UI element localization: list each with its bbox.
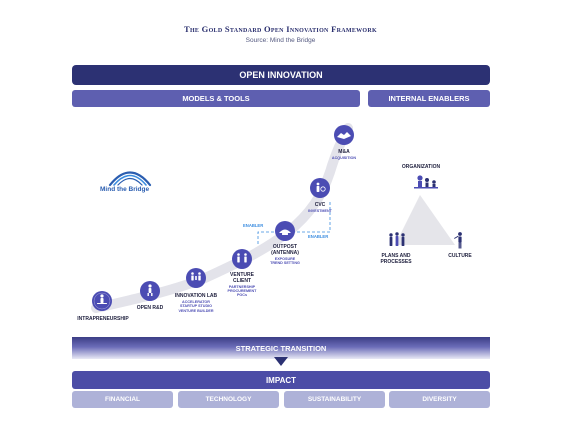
model-label-venture-client: VENTURE CLIENT PARTNERSHIP PROCUREMENT P… — [227, 272, 257, 298]
model-node-outpost — [275, 221, 295, 241]
enabler-label-organization: ORGANIZATION — [401, 164, 441, 170]
impact-item-technology: TECHNOLOGY — [178, 391, 279, 408]
plans-processes-icon — [389, 232, 405, 246]
open-innovation-bar: OPEN INNOVATION — [72, 65, 490, 85]
mind-the-bridge-logo: Mind the Bridge — [100, 166, 160, 196]
logo-text: Mind the Bridge — [100, 186, 150, 193]
model-node-ma — [334, 125, 354, 145]
open-rd-icon — [147, 284, 153, 296]
enabler-label-culture: CULTURE — [448, 253, 472, 259]
down-arrow-icon — [274, 357, 288, 366]
culture-icon — [454, 232, 462, 249]
page-title: The Gold Standard Open Innovation Framew… — [184, 24, 377, 34]
model-node-cvc — [310, 178, 330, 198]
enabler-label-plans-processes: PLANS AND PROCESSES — [380, 253, 412, 265]
outpost-icon — [279, 229, 291, 235]
enabler-note-left: ENABLER — [243, 223, 264, 228]
innovation-lab-icon — [191, 272, 201, 281]
enabler-dashed-line-left — [257, 231, 280, 244]
impact-item-diversity: DIVERSITY — [389, 391, 490, 408]
strategic-transition-bar: STRATEGIC TRANSITION — [72, 337, 490, 359]
internal-enablers-bar: INTERNAL ENABLERS — [368, 90, 490, 107]
model-node-innovation-lab — [186, 268, 206, 288]
model-label-outpost: OUTPOST (ANTENNA) EXPOSURE TREND SETTING — [270, 244, 300, 265]
model-label-open-rd: OPEN R&D — [136, 305, 164, 311]
model-node-intrapreneurship — [92, 291, 112, 311]
model-node-venture-client — [232, 249, 252, 269]
model-label-cvc: CVC INVESTMENT — [308, 202, 332, 213]
model-label-ma: M&A ACQUISITION — [331, 149, 357, 160]
model-label-intrapreneurship: INTRAPRENEURSHIP — [77, 316, 129, 322]
ma-icon — [337, 132, 351, 139]
mind-the-bridge-logo-icon — [108, 171, 152, 187]
impact-item-sustainability: SUSTAINABILITY — [284, 391, 385, 408]
cvc-icon — [316, 182, 326, 192]
impact-item-financial: FINANCIAL — [72, 391, 173, 408]
impact-bar: IMPACT — [72, 371, 490, 389]
model-label-innovation-lab: INNOVATION LAB ACCELERATOR STARTUP STUDI… — [174, 293, 218, 313]
organization-icon — [414, 175, 438, 189]
models-tools-bar: MODELS & TOOLS — [72, 90, 360, 107]
enablers-triangle — [395, 195, 455, 245]
venture-client-icon — [237, 253, 247, 263]
source-caption: Source: Mind the Bridge — [245, 37, 316, 44]
intrapreneurship-icon — [97, 294, 107, 304]
enabler-dashed-line-right — [292, 200, 331, 233]
enabler-note-right: ENABLER — [308, 234, 329, 239]
model-node-open-rd — [140, 281, 160, 301]
